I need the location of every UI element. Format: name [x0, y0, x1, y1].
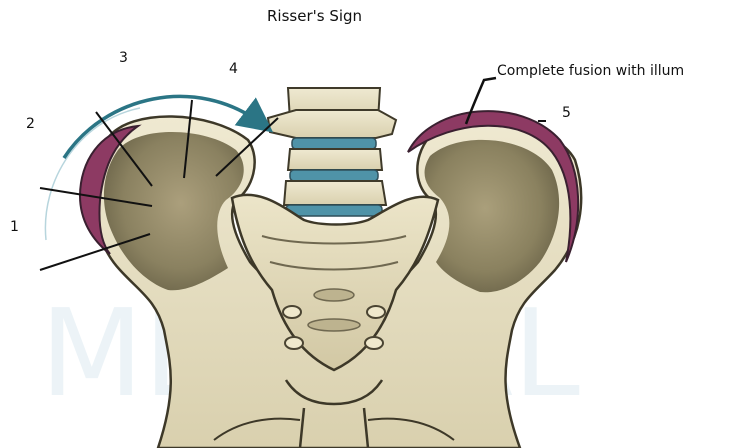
- stage-label-5: 5: [562, 106, 571, 120]
- intervertebral-disc: [286, 205, 382, 216]
- fusion-label: Complete fusion with illum: [497, 64, 684, 78]
- diagram-title: Risser's Sign: [267, 9, 362, 24]
- intervertebral-disc: [292, 138, 376, 149]
- stage-label-3: 3: [119, 51, 128, 65]
- stage-label-2: 2: [26, 117, 35, 131]
- lumbar-spine: [268, 88, 396, 216]
- stage-label-4: 4: [229, 62, 238, 76]
- stage-label-1: 1: [10, 220, 19, 234]
- intervertebral-disc: [290, 170, 378, 181]
